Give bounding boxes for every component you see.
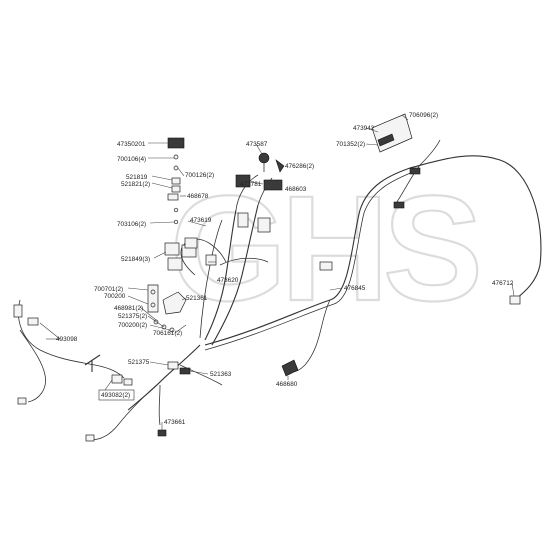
label-468981: 468981(2) bbox=[114, 305, 143, 312]
screw-column bbox=[167, 154, 181, 225]
label-700106: 700106(4) bbox=[117, 156, 146, 163]
label-521361: 521361 bbox=[186, 295, 208, 302]
label-706096: 706096(2) bbox=[409, 112, 438, 119]
module-473942 bbox=[371, 113, 413, 153]
label-706161: 706161(2) bbox=[153, 330, 182, 337]
relay-group bbox=[164, 237, 198, 271]
label-468603: 468603 bbox=[285, 186, 307, 193]
part-493082 bbox=[111, 374, 123, 384]
switch-468603 bbox=[263, 179, 283, 191]
fuse-block-521361 bbox=[162, 291, 187, 315]
part-47350201 bbox=[167, 137, 185, 149]
label-493098: 493098 bbox=[56, 336, 78, 343]
label-521375: 521375 bbox=[128, 359, 150, 366]
label-521821: 521821(2) bbox=[121, 181, 150, 188]
connector-521363 bbox=[179, 367, 191, 375]
label-521375b: 521375(2) bbox=[118, 313, 147, 320]
connector-476845 bbox=[319, 261, 333, 271]
label-521819: 521819 bbox=[126, 174, 148, 181]
part-468680 bbox=[281, 359, 299, 377]
label-701352: 701352(2) bbox=[336, 141, 365, 148]
leader-lines bbox=[39, 114, 515, 430]
bracket-700701 bbox=[147, 284, 159, 313]
switch-473781 bbox=[235, 174, 251, 188]
label-476286: 476286(2) bbox=[285, 163, 314, 170]
label-700126: 700126(2) bbox=[185, 172, 214, 179]
label-521849: 521849(3) bbox=[121, 256, 150, 263]
label-468680: 468680 bbox=[276, 381, 298, 388]
label-box-493082 bbox=[98, 389, 135, 401]
connector-473661 bbox=[157, 429, 167, 437]
label-473781: 473781 bbox=[240, 181, 262, 188]
key-switch-473587 bbox=[258, 152, 270, 164]
watermark-text: GHS bbox=[170, 164, 478, 332]
part-labels: 47350201 700106(4) 521819 521821(2) 7001… bbox=[56, 112, 514, 426]
label-473942: 473942 bbox=[353, 125, 375, 132]
label-476845: 476845 bbox=[344, 285, 366, 292]
label-47350201: 47350201 bbox=[117, 141, 146, 148]
probe-493098 bbox=[13, 304, 23, 318]
label-521363: 521363 bbox=[210, 371, 232, 378]
label-468678: 468678 bbox=[187, 193, 209, 200]
main-harness bbox=[18, 139, 542, 441]
label-473661: 473661 bbox=[164, 419, 186, 426]
label-700701: 700701(2) bbox=[94, 286, 123, 293]
label-473587: 473587 bbox=[246, 141, 268, 148]
label-476712: 476712 bbox=[492, 280, 514, 287]
label-700200a: 700200 bbox=[104, 293, 126, 300]
label-473620: 473620 bbox=[217, 277, 239, 284]
connector-476712 bbox=[509, 295, 521, 305]
label-473619: 473619 bbox=[190, 217, 212, 224]
label-493082: 493082(2) bbox=[101, 392, 130, 399]
label-700200b: 700200(2) bbox=[118, 322, 147, 329]
label-703106: 703106(2) bbox=[117, 221, 146, 228]
